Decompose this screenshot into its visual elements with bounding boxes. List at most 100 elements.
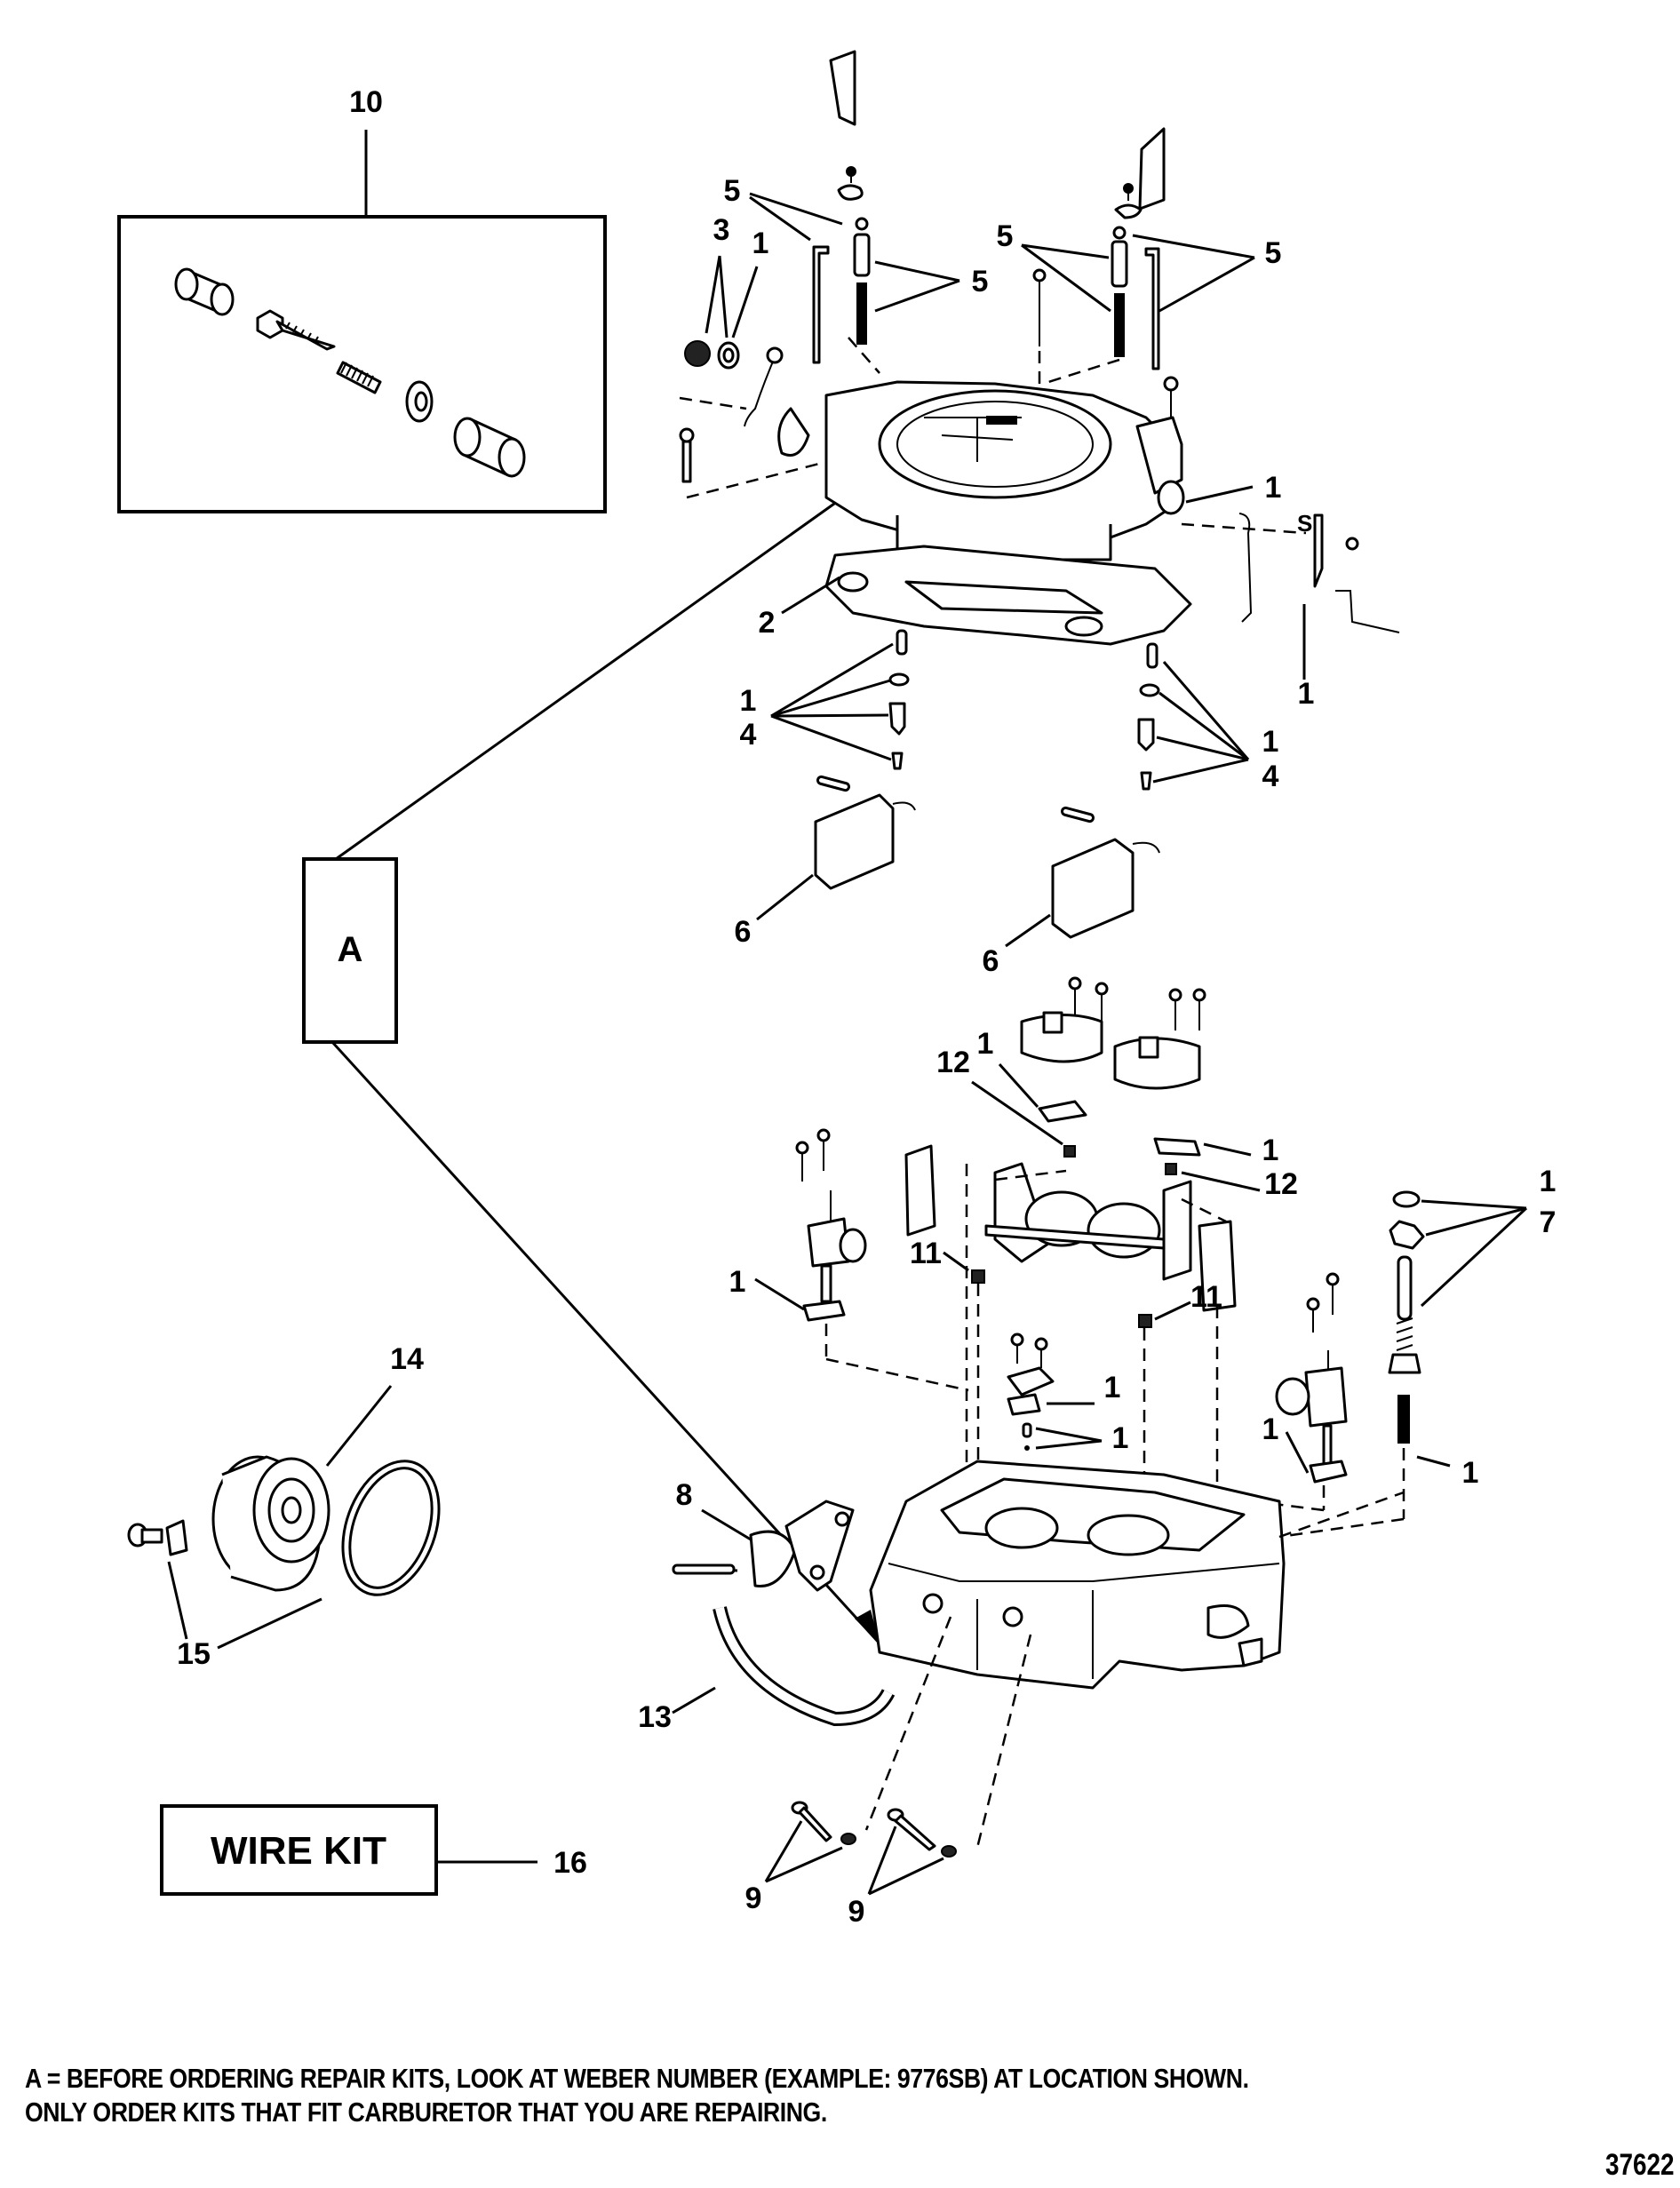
callout-4: 4 — [1262, 760, 1279, 793]
callout-1: 1 — [1298, 677, 1315, 711]
leader — [1158, 691, 1249, 761]
leader — [1021, 243, 1111, 313]
reference-a-box[interactable] — [302, 857, 398, 1044]
needle-seat-icon — [1137, 718, 1155, 752]
idle-mixture-screw-left-icon — [791, 1801, 856, 1845]
mixture-screw-icon — [256, 309, 336, 351]
choke-plate-left-icon — [829, 50, 856, 126]
callout-5: 5 — [997, 219, 1014, 253]
leader — [943, 1251, 969, 1272]
callout-12: 12 — [936, 1046, 970, 1079]
float-pin-icon — [1060, 806, 1095, 823]
callout-1: 1 — [752, 227, 769, 260]
leader — [731, 266, 759, 338]
choke-plate-right-icon — [1138, 127, 1166, 211]
callout-1: 1 — [1265, 471, 1282, 505]
leader — [998, 1062, 1039, 1109]
callout-16: 16 — [553, 1846, 587, 1880]
callout-5: 5 — [972, 265, 989, 298]
leader — [1181, 1171, 1261, 1192]
leader — [770, 713, 889, 718]
leader — [1021, 243, 1110, 259]
washer-icon — [405, 380, 434, 423]
leader — [867, 1826, 897, 1895]
choke-thermostat-icon — [127, 1455, 330, 1592]
callout-11: 11 — [910, 1237, 942, 1270]
fitting-nut-icon — [684, 340, 740, 370]
footnote-line-1: A = BEFORE ORDERING REPAIR KITS, LOOK AT… — [25, 2063, 1249, 2094]
pin-icon — [896, 629, 908, 656]
leader — [1154, 1301, 1191, 1321]
callout-1: 1 — [1262, 1412, 1279, 1446]
leader — [1416, 1455, 1451, 1468]
jet-icon — [971, 1269, 985, 1284]
assembly-path — [1181, 522, 1307, 535]
choke-pulloff-icon — [672, 1500, 855, 1592]
leader — [971, 1080, 1063, 1146]
air-horn-callouts: 5 3 1 5 5 5 1 2 1 — [705, 174, 1315, 711]
step-up-piston-left-icon — [812, 217, 871, 364]
float-left-group: 1 4 6 — [735, 629, 916, 949]
choke-screw-icon — [837, 166, 864, 201]
callout-7: 7 — [1540, 1205, 1557, 1239]
assembly-path — [848, 337, 880, 374]
accelerator-pump-left-icon — [795, 1128, 867, 1322]
callout-14: 14 — [390, 1342, 424, 1376]
footnote-line-2: ONLY ORDER KITS THAT FIT CARBURETOR THAT… — [25, 2097, 827, 2128]
leader — [1285, 1431, 1310, 1474]
gasket-icon — [1038, 1100, 1087, 1123]
needle-icon — [891, 752, 904, 770]
idle-mixture-kit-group: 10 — [117, 85, 607, 513]
callout-9: 9 — [745, 1882, 762, 1915]
reference-a-label: A — [338, 930, 363, 969]
leader — [1132, 234, 1255, 259]
leader — [756, 873, 814, 921]
power-valve-icon — [1388, 1190, 1425, 1444]
assembly-path — [1278, 1491, 1405, 1539]
idle-mixture-screw-right-icon — [887, 1808, 957, 1858]
leader — [672, 1686, 716, 1715]
callout-5: 5 — [724, 174, 741, 208]
wire-kit-box[interactable] — [160, 1804, 438, 1896]
leader — [1158, 256, 1255, 313]
leader — [874, 260, 960, 282]
assembly-path — [679, 396, 747, 410]
callout-1: 1 — [1262, 725, 1279, 759]
leader — [325, 1385, 393, 1467]
callout-1: 1 — [1462, 1456, 1479, 1490]
assembly-path — [864, 1616, 952, 1831]
leader — [749, 192, 843, 226]
assembly-path — [825, 1357, 969, 1392]
needle-seat-icon — [888, 702, 906, 736]
assembly-path — [1278, 1517, 1405, 1539]
leader — [1162, 661, 1250, 760]
pump-check-parts — [1007, 1333, 1055, 1451]
step-up-piston-right-icon — [1032, 226, 1160, 370]
leader — [167, 1561, 188, 1640]
leader — [781, 576, 840, 615]
callout-8: 8 — [676, 1478, 693, 1512]
callout-4: 4 — [740, 718, 757, 752]
leader — [754, 1277, 805, 1311]
callout-1: 1 — [1262, 1134, 1279, 1167]
float-icon — [1051, 838, 1135, 939]
leader — [770, 679, 891, 718]
leader — [1425, 1206, 1527, 1237]
callout-1: 1 — [1104, 1371, 1121, 1404]
callout-13: 13 — [638, 1700, 672, 1734]
assembly-path — [994, 1169, 1067, 1182]
wire-kit-group: WIRE KIT 16 — [160, 1804, 587, 1896]
callout-12: 12 — [1264, 1167, 1298, 1201]
pump-link-rod-icon: S — [1238, 510, 1400, 633]
limiter-cap-icon — [174, 267, 235, 316]
kit-box-frame[interactable] — [117, 215, 607, 513]
choke-screw-icon — [1114, 183, 1143, 219]
screw-icon — [1163, 376, 1179, 418]
gasket-icon — [1139, 683, 1160, 697]
limiter-cap-icon — [453, 417, 526, 478]
callout-1: 1 — [729, 1265, 746, 1299]
arrow-head-icon — [855, 1610, 880, 1643]
callout-1: 1 — [1112, 1421, 1129, 1455]
